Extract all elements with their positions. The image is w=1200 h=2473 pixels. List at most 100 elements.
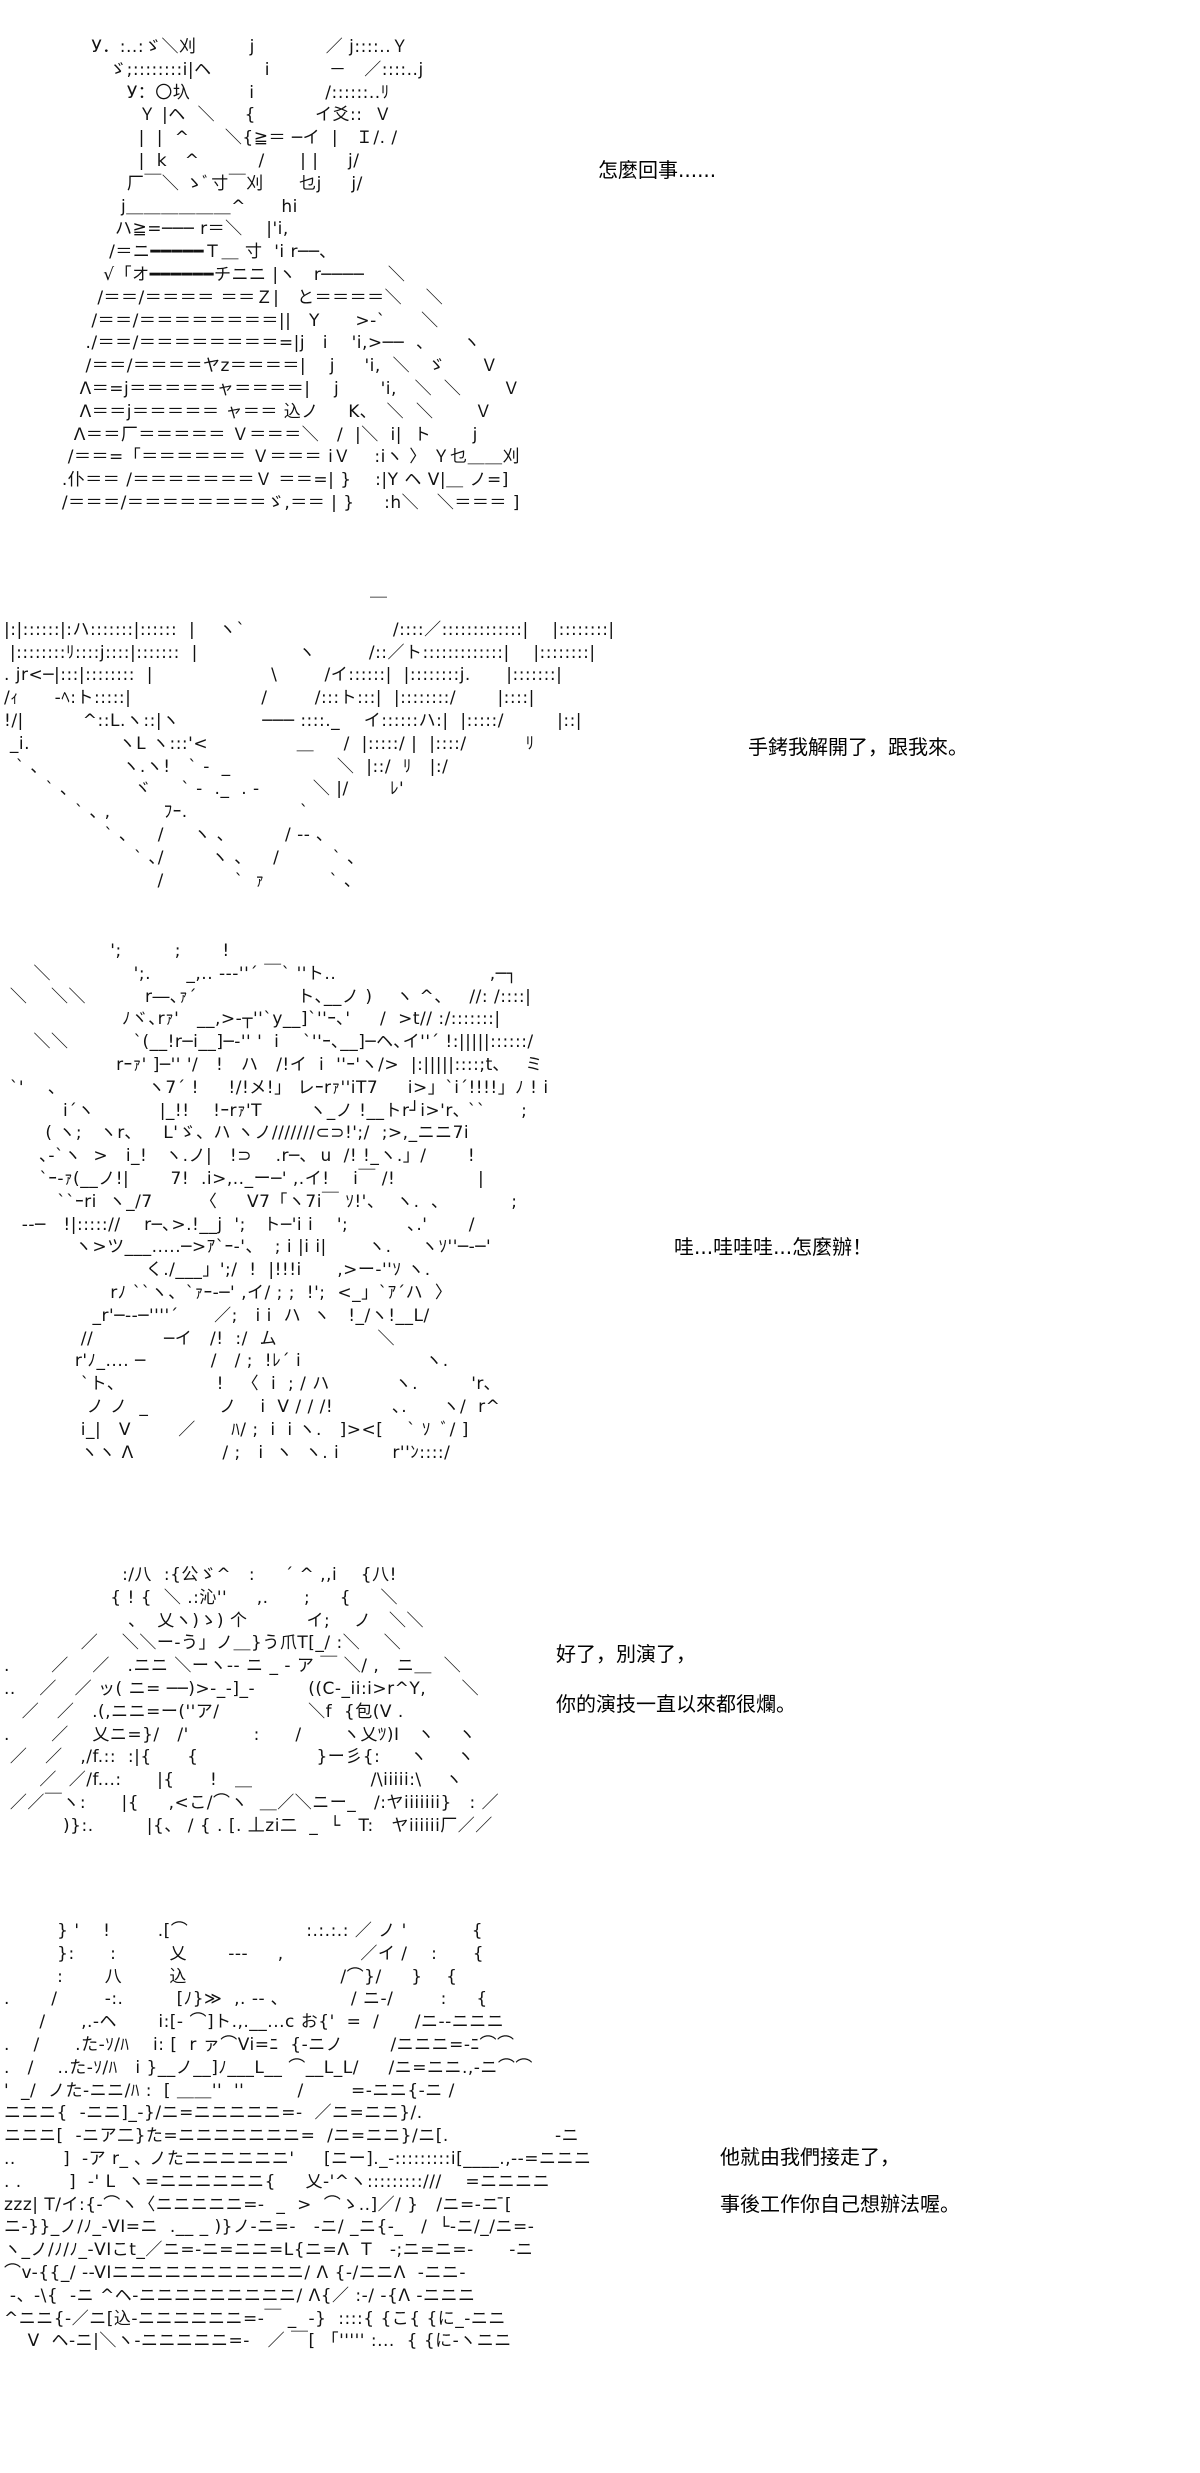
ascii-art-line: Λ＝＝厂＝＝＝＝＝ Ｖ＝＝＝＼ / |＼ i| ト j <box>56 424 478 445</box>
ascii-art-line: √「オ━━━━━━チニニ |ヽ r──── ＼ <box>56 264 406 285</box>
ascii-art-line: . jr<─|:::|:::::::: | \ /イ::::::| |:::::… <box>4 665 563 686</box>
ascii-art-line: ‐‐─ !|:::::// r─､>.!__j '; ト─'i i '; ､.'… <box>4 1214 475 1235</box>
ascii-art-line: ／／￣ヽ: |{ ,<こ/⌒ヽ ＿／＼ニー_ /:ヤiiiiiii} : ／ <box>4 1792 500 1813</box>
ascii-art-line: rｰｧ' ]─'' '/ ! ハ /!イ i ''ｰ'ヽ/> |:|||||::… <box>4 1054 543 1075</box>
ascii-art-line: _i. ヽL ヽ:::'< ＿ / |:::::/ | |::::/ ﾘ <box>4 733 535 754</box>
ascii-art-line: く./___」';/ ! |!!!i ,>ー‐''ｿ ヽ. <box>4 1260 431 1281</box>
ascii-art-line: _r'─--─''''´ ／; i i ハ ヽ !_/ヽ!__L/ <box>4 1305 430 1326</box>
ascii-art-figure: '; ; ! ＼ ';. _,.. --‐''´ ￣` ''ト.. ,─┐ ＼ … <box>4 940 549 1464</box>
ascii-art-line: 、 乂ヽ)ゝ) 个 イ; ノ ＼＼ <box>4 1610 425 1631</box>
ascii-art-line: .. ／ ／ ッ( ニ= ──)>-_-]_- ((C-_ii:i>r^Y, ＼ <box>4 1678 480 1699</box>
ascii-art-line: Λ＝＝j＝＝＝＝＝ ャ＝＝ 込ノ K､ ＼ ＼ Ｖ <box>56 401 493 422</box>
dialogue-line: 事後工作你自己想辦法喔。 <box>720 2192 960 2216</box>
ascii-art-line: ／ ／ .(,ニニ=ー(''ア/ ＼f {包(V . <box>4 1701 404 1722</box>
ascii-art-line: i_| V ／ ﾊ/ ; i i ヽ. ]><[ ` ｿ ﾞ/ ] <box>4 1419 469 1440</box>
dialogue-line: 你的演技一直以來都很爛。 <box>556 1692 796 1716</box>
ascii-art-line: /ｨ -ﾍ:ト:::::| / /:::ト:::| |::::::::/ |::… <box>4 688 535 709</box>
ascii-art-line: }: : 乂 ‐‐‐ , ／イ / : { <box>4 1943 485 1964</box>
ascii-art-line: `' 、 ヽ7´ ! !/!メ!」 レｰrｧ''iT7 i>」`i´!!!!」ﾉ… <box>4 1077 549 1098</box>
ascii-art-line: -、-\{ -ニ ^ヘ-ニニニニニニニニニ/ Λ{／ :-/ -{Λ -ニニニ <box>4 2285 476 2306</box>
ascii-art-line: ／ ＼＼ー-う」ノ＿}う爪T[_/ :＼ ＼ <box>4 1633 402 1654</box>
ascii-art-line: /＝＝＝/＝＝＝＝＝＝＝＝ゞ,＝＝ | } :h＼ ＼＝＝＝ ] <box>56 492 520 513</box>
comic-panel-4: :/八 :{公ゞ^ : ´ ^ ,,i {八! { ! { ＼ .:沁'' ,.… <box>0 1520 1200 1920</box>
ascii-art-line: .. ] -ア r_ ､ ノたニニニニニニ' [ニー]._-:::::::::i… <box>4 2148 592 2169</box>
comic-panel-1: У．:..:ゞ＼刈 j ／ j::::..Ｙ ゞ;::::::::i|ヘ i －… <box>0 0 1200 560</box>
ascii-art-scene: } ' ! .[⌒ :.:.:.: ／ ノ ' { }: : 乂 ‐‐‐ , ／… <box>4 1920 592 2353</box>
dialogue-line: 手銬我解開了，跟我來。 <box>748 735 968 759</box>
ascii-art-line: У．:..:ゞ＼刈 j ／ j::::..Ｙ <box>56 37 409 57</box>
ascii-art-line: ヽヽ Λ / ; i ヽ ヽ. i r''ﾝ::::/ <box>4 1442 451 1463</box>
ascii-art-line: ￣ <box>4 597 388 617</box>
ascii-art-line: rﾉ ``ヽ、`ｧｰ-─' ,イ/ ; ; !'; <_」`ｱ´ハ 〉 <box>4 1282 453 1303</box>
ascii-art-line: ノ ノ _ ノ i V / / /! ､. ヽ/ r^ <box>4 1396 501 1417</box>
comic-panel-5: } ' ! .[⌒ :.:.:.: ／ ノ ' { }: : 乂 ‐‐‐ , ／… <box>0 1920 1200 2473</box>
dialogue-line: 好了，別演了， <box>556 1642 696 1666</box>
ascii-art-line: ⌒v-{{_/ --VIニニニニニニニニニニニ/ Λ {-/ニニΛ -ニニ- <box>4 2262 466 2283</box>
ascii-art-line: | | ^ ＼{≧＝ ─イ | Ｉ/. / <box>56 128 398 149</box>
ascii-art-line: . / -:. [ﾉ}≫ ,. -‐ ､ / ニ-/ : { <box>4 1989 488 2010</box>
ascii-art-line: 厂￣＼ ゝﾞ寸￣刈 乜j j/ <box>56 173 363 194</box>
ascii-art-line: ニニニ[ -ニア二}た=ニニニニニニニ= /ニ=ニニ}/ニ[. -ニ <box>4 2126 580 2147</box>
ascii-art-line: /＝ニ━━━━━Ｔ＿ 寸 'i r──､ <box>56 242 329 263</box>
ascii-art-line: . ／ 乂ニ=}/ /' : / ヽ乂ﾂ)I ヽ ヽ <box>4 1724 476 1745</box>
comic-panel-2: ￣|:|::::::|:ハ:::::::|:::::: | ヽ` /::::／:… <box>0 560 1200 940</box>
ascii-art-line: ヽ_ノ/ﾉ/ﾉ_-VIこt_／ニ=‐ニ=ニニ=L{ニ=Λ T -;ニ=ニ=‐ -… <box>4 2240 534 2261</box>
ascii-art-line: ` ､ ヾ ` ‐ ._ . - ＼ |/ ﾚ' <box>4 779 405 800</box>
ascii-art-line: ／ ／/f...: |{ ! ＿ /\iiiii:\ ヽ <box>4 1770 463 1791</box>
ascii-art-line: )}:. |{、 / { . [. 丄zi二 _ └ T: ヤiiiiii厂／／ <box>4 1815 493 1836</box>
ascii-art-line: |::::::::ﾘ::::j::::|::::::: | ヽ /::／ト:::… <box>4 642 596 663</box>
ascii-art-figure: У．:..:ゞ＼刈 j ／ j::::..Ｙ ゞ;::::::::i|ヘ i －… <box>56 36 520 515</box>
ascii-art-line: ``ｰri ヽ_/7 〈 V7「ヽ7i￣ ｿ!'、 ヽ. ､ ; <box>4 1191 518 1212</box>
ascii-art-line: :/八 :{公ゞ^ : ´ ^ ,,i {八! <box>4 1565 397 1585</box>
ascii-art-line: ./＝＝/＝＝＝＝＝＝＝＝=|j i 'i,>── 、 ヽ <box>56 333 481 354</box>
ascii-art-line: ` ､ , ﾌｰ. ` <box>4 802 309 823</box>
ascii-art-line: /＝＝/＝＝＝＝＝＝＝＝|| Y >‐` ＼ <box>56 310 439 331</box>
ascii-art-line: ` ､/ ヽ ､ / ` ､ <box>4 847 357 868</box>
dialogue-line: 他就由我們接走了， <box>720 2145 900 2169</box>
ascii-art-line: ハ≧=─── r＝＼ |'i, <box>56 219 289 240</box>
ascii-art-line: /＝＝=「＝＝＝＝＝＝ Ｖ＝＝＝ iＶ :iヽ 〉 Ｙ乜＿＿刈 <box>56 447 521 468</box>
ascii-art-scene: ￣|:|::::::|:ハ:::::::|:::::: | ヽ` /::::／:… <box>4 596 615 892</box>
ascii-art-line: r'ﾉ_.... ─ / / ; !ﾚ´ i ヽ. <box>4 1351 449 1372</box>
ascii-art-line: i´ヽ |_!! !ｰrｧ'T ヽ_ノ !__トr┘i>'r､ `` ; <box>4 1100 528 1121</box>
ascii-art-line: | k ^ / | | j/ <box>56 150 360 171</box>
dialogue-line: 怎麼回事...... <box>598 158 717 182</box>
ascii-art-line: . / ..た-ｿ/ﾊ i }__ノ__]ﾉ___L__ ⌒__L_L/ /ニ=… <box>4 2057 533 2078</box>
ascii-art-line: У：〇圦 i /::::::..ﾘ <box>56 82 390 103</box>
ascii-art-line: / ,.-ヘ i:[- ⌒]ト.,.__...c お{' = / /ニ--ニニニ <box>4 2012 505 2033</box>
ascii-art-figures: :/八 :{公ゞ^ : ´ ^ ,,i {八! { ! { ＼ .:沁'' ,.… <box>4 1564 499 1838</box>
ascii-art-line: { ! { ＼ .:沁'' ,. ; { ＼ <box>4 1587 399 1608</box>
ascii-art-line: Λ＝=j＝＝＝＝＝ャ＝＝＝＝| j 'i, ＼ ＼ Ｖ <box>56 378 521 399</box>
ascii-art-line: . . ] -' L ヽ=ニニニニニニ{ 乂-'^ヽ:::::::::/// =… <box>4 2171 551 2192</box>
ascii-art-line: ､-`ヽ > i_! ヽ.ノ| !⊃ .r─､ u /! !_ヽ.」/ ! <box>4 1146 476 1167</box>
ascii-art-line: ニニニ{ -ニニ]_-}/ニ=ニニニニニ=- ／ニ=ニニ}/. <box>4 2103 423 2124</box>
ascii-art-line: . ／ ／ .ニニ ＼ーヽ-- ニ _ - ア ￣ ＼/ , ニ＿ ＼ <box>4 1656 462 1677</box>
ascii-art-line: !/| ^::L.ヽ::|ヽ ─── ::::._ イ::::::ハ:| |::… <box>4 710 583 731</box>
ascii-art-line: ＼ ＼＼ r―､ｧ´ ト､__ノ ) ヽ ^、 //: /::::| <box>4 986 532 1007</box>
ascii-art-line: zzz| T/イ:{-⌒ヽ〈ニニニニニ=- _ > ⌒ゝ..]／/ } /ニ=‐… <box>4 2194 512 2215</box>
ascii-art-line: } ' ! .[⌒ :.:.:.: ／ ノ ' { <box>4 1921 484 1941</box>
ascii-art-line: '; ; ! <box>4 941 230 961</box>
ascii-art-line: ＼＼ `(__!r─i__]─‐'' ' i `''ｰ､__]─ヘ､イ''´ !… <box>4 1032 534 1053</box>
ascii-art-line: // ─イ /! :/ ム ＼ <box>4 1328 395 1349</box>
ascii-art-line: / ` ｧ ` ､ <box>4 870 354 891</box>
ascii-art-line: ^ニニ{-／ニ[込-ニニニニニニ=-￣ _ -} ::::{ {こ{ {に_-ニ… <box>4 2308 506 2329</box>
comic-panel-3: '; ; ! ＼ ';. _,.. --‐''´ ￣` ''ト.. ,─┐ ＼ … <box>0 940 1200 1520</box>
ascii-art-line: . / .た-ｿ/ﾊ i: [ r ァ⌒Vi=ﾆ {-ニノ /ニニニ=-ﾆ⌒⌒ <box>4 2034 515 2055</box>
ascii-art-line: ' _/ ノた-ニニ/ﾊ : [ ＿＿'' '' / =-ニニ{-ニ / <box>4 2080 455 2101</box>
ascii-art-line: ( ヽ; ヽr､ L'ゞ、ハ ヽノ///////⊂⊃!';/ ;>,_ニニ7i <box>4 1123 470 1144</box>
ascii-art-line: `ト､ ! 〈 i ; / ハ ヽ. 'r､ <box>4 1374 493 1395</box>
ascii-art-line: ` ､ ヽ.ヽ! ` ‐ _ ＼ |::/ ﾘ |:/ <box>4 756 449 777</box>
ascii-art-line: ヽ>ツ___.....─>ｱ`ｰ-'、 ; i |i i| ヽ. ヽｿ''─-─… <box>4 1237 492 1258</box>
dialogue-line: 哇...哇哇哇...怎麼辦！ <box>674 1235 873 1259</box>
ascii-art-line: ﾉヾ､rｧ' __,>‐┬''`y__]`''ｰ､' / >t// :/::::… <box>4 1009 501 1030</box>
ascii-art-line: Ｙ |ヘ ＼ { イ爻:: Ｖ <box>56 105 392 126</box>
ascii-art-line: ／ ／ ,/f.:: :|{ { }ー彡{: ヽ ヽ <box>4 1747 475 1768</box>
ascii-art-line: ` ､ / ヽ ､ / ‐- ､ <box>4 824 326 845</box>
ascii-art-line: `ｰ-ｧ(__ノ!| 7! .i>,.._ー─' ,.イ! i￣ /! | <box>4 1168 485 1189</box>
ascii-art-line: /＝＝/＝＝＝＝ ＝＝Ｚ| と＝＝＝＝＼ ＼ <box>56 287 444 308</box>
ascii-art-line: ゞ;::::::::i|ヘ i － ／::::..j <box>56 59 424 80</box>
ascii-art-line: V ヘ-ニ|＼ヽ-ニニニニニ=- ／ ￣[ 「''''' :... { {に-ヽ… <box>4 2331 512 2352</box>
ascii-art-line: /＝＝/＝＝＝＝ヤz＝＝＝＝| j 'i, ＼ ゞ Ｖ <box>56 356 499 377</box>
ascii-art-line: ニ-}}_ノ/ﾉ_-VI=ニ .__ _ )}ノ-ニ=‐ ‐ニ/ _ニ{-_ /… <box>4 2217 535 2238</box>
